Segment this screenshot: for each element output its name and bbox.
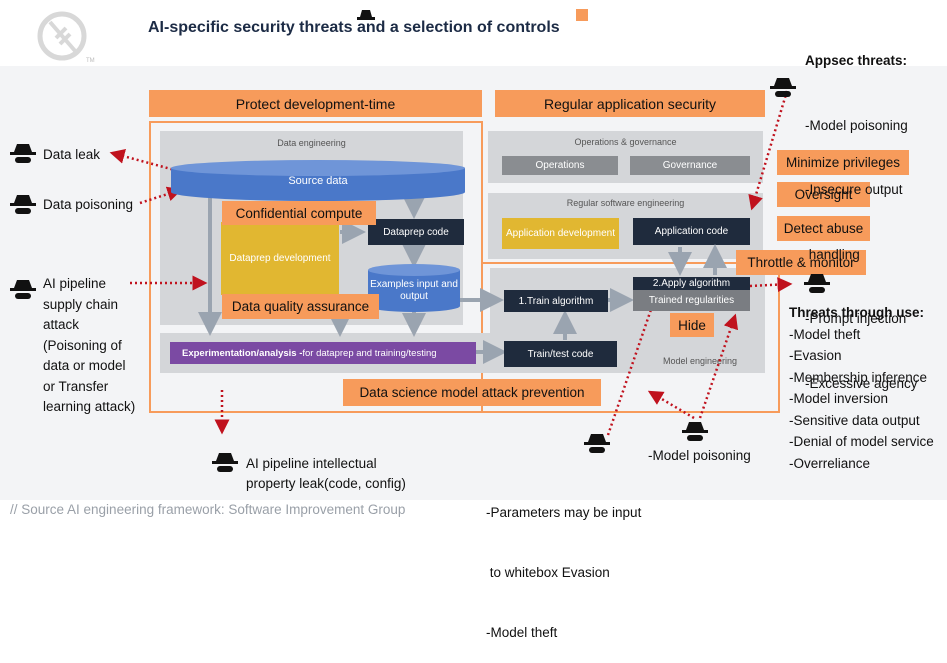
hacker-hat-icon — [10, 195, 36, 214]
threats-through-use-list: Threats through use: -Model theft -Evasi… — [789, 302, 934, 474]
hacker-hat-icon — [10, 280, 36, 299]
train-algorithm-box: 1.Train algorithm — [504, 290, 608, 312]
application-development-box: Application development — [502, 218, 619, 249]
ip-leak-line: property leak(code, config) — [246, 476, 406, 491]
data-poisoning-threat: Data poisoning — [43, 197, 134, 212]
threats-through-use-heading: Threats through use: — [789, 305, 925, 320]
parameters-line: -Parameters may be input — [486, 505, 642, 520]
parameters-line: to whitebox Evasion — [486, 565, 610, 580]
oversight-control: Oversight — [777, 182, 870, 207]
use-threat-item: -Overreliance — [789, 455, 871, 471]
confidential-compute-control: Confidential compute — [222, 201, 376, 225]
data-quality-control: Data quality assurance — [222, 294, 379, 319]
use-threat-item: -Sensitive data output — [789, 412, 920, 428]
ip-leak-threat: AI pipeline intellectual property leak(c… — [246, 454, 406, 494]
train-test-code-box: Train/test code — [504, 341, 617, 367]
ip-leak-line: AI pipeline intellectual — [246, 456, 377, 471]
hacker-hat-icon — [770, 78, 796, 97]
dataprep-development-box: Dataprep development — [221, 222, 339, 295]
apply-algorithm-box: 2.Apply algorithm — [633, 277, 750, 290]
appsec-threat-item: handling — [805, 246, 860, 262]
protect-development-outline — [149, 121, 483, 413]
experimentation-box: Experimentation/analysis - for dataprep … — [170, 342, 476, 364]
hacker-hat-icon — [357, 10, 375, 20]
trained-regularities-box: Trained regularities — [633, 290, 750, 311]
hacker-hat-icon — [584, 434, 610, 453]
regular-appsec-banner: Regular application security — [495, 90, 765, 117]
use-threat-item: -Membership inference — [789, 369, 928, 385]
source-data-cylinder — [171, 160, 465, 201]
orange-marker — [576, 9, 588, 21]
throttle-monitor-control: Throttle & monitor — [736, 250, 866, 275]
data-leak-threat: Data leak — [43, 147, 101, 162]
use-threat-item: -Denial of model service — [789, 434, 934, 449]
pipeline-attack-line: or Transfer — [43, 378, 109, 394]
appsec-threat-item: -Prompt injection — [805, 311, 907, 326]
data-engineering-label: Data engineering — [277, 138, 346, 148]
pipeline-attack-line: (Poisoning of — [43, 337, 122, 353]
appsec-threats-list: Appsec threats: -Model poisoning -Insecu… — [805, 7, 918, 416]
use-threat-item: -Model inversion — [789, 391, 889, 406]
hacker-hat-icon — [682, 422, 708, 441]
dataprep-code-box: Dataprep code — [368, 219, 464, 245]
parameters-line: -Model theft — [486, 625, 558, 640]
application-code-box: Application code — [633, 218, 750, 245]
parameters-threat: -Parameters may be input to whitebox Eva… — [486, 463, 641, 663]
hacker-hat-icon — [804, 274, 830, 293]
examples-label: Examples input and output — [370, 279, 458, 302]
appsec-threat-item: -Insecure output — [805, 182, 903, 197]
hide-control: Hide — [670, 313, 714, 337]
operations-governance-label: Operations & governance — [574, 137, 677, 147]
minimize-privileges-control: Minimize privileges — [777, 150, 909, 175]
hacker-hat-icon — [212, 453, 238, 472]
examples-cylinder — [368, 264, 460, 312]
experimentation-rest-label: for dataprep and training/testing — [302, 347, 437, 359]
appsec-threats-heading: Appsec threats: — [805, 53, 908, 68]
governance-box: Governance — [630, 156, 750, 175]
appsec-threat-item: -Model poisoning — [805, 117, 908, 133]
appsec-threat-item: -Excessive agency — [805, 375, 918, 391]
regular-software-label: Regular software engineering — [566, 198, 685, 208]
model-poisoning-threat: -Model poisoning — [648, 448, 751, 463]
ds-model-attack-prevention-control: Data science model attack prevention — [343, 379, 601, 406]
pipeline-attack-threat: AI pipeline supply chain attack (Poisoni… — [43, 274, 135, 418]
use-threat-item: -Model theft — [789, 326, 861, 342]
detect-abuse-control: Detect abuse — [777, 216, 870, 241]
page-title: AI-specific security threats and a selec… — [148, 19, 560, 36]
pipeline-attack-line: AI pipeline — [43, 276, 107, 291]
pipeline-attack-line: supply chain — [43, 296, 119, 312]
model-outline — [483, 262, 780, 413]
pipeline-attack-line: data or model — [43, 358, 126, 373]
operations-box: Operations — [502, 156, 618, 175]
source-footer: // Source AI engineering framework: Soft… — [10, 502, 406, 517]
experimentation-bold-label: Experimentation/analysis - — [182, 347, 303, 359]
svg-text:TM: TM — [86, 58, 95, 64]
source-data-label: Source data — [288, 175, 348, 187]
hacker-hat-icon — [10, 144, 36, 163]
protect-development-banner: Protect development-time — [149, 90, 482, 117]
pipeline-attack-line: learning attack) — [43, 399, 136, 414]
wasp-logo-icon: TM — [37, 11, 95, 64]
pipeline-attack-line: attack — [43, 317, 80, 332]
use-threat-item: -Evasion — [789, 348, 842, 363]
model-engineering-label: Model engineering — [662, 356, 738, 366]
